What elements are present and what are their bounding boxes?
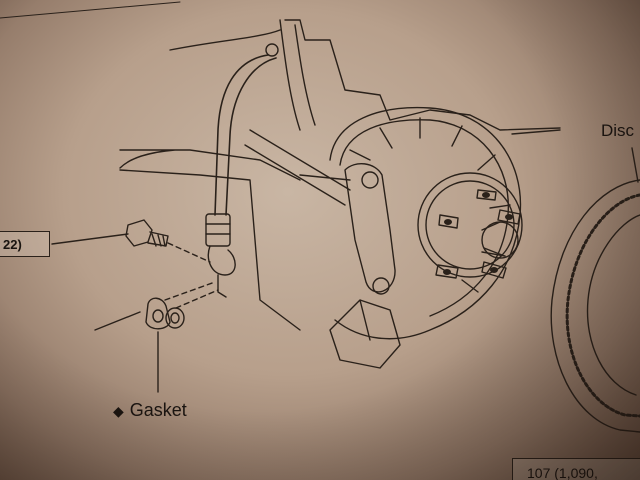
hose-clip-top xyxy=(265,43,279,57)
gasket-leader xyxy=(94,311,159,393)
suspension-arm xyxy=(119,29,301,331)
caliper-bracket xyxy=(344,163,396,293)
replace-part-diamond-icon: ◆ xyxy=(113,403,124,419)
disc-leader xyxy=(631,147,639,183)
bolt-guide-dashes xyxy=(167,242,211,263)
union-bolt xyxy=(125,219,169,247)
gasket-ring xyxy=(165,307,185,329)
torque-spec-text-left: 22) xyxy=(3,237,22,252)
hose-union xyxy=(207,245,236,298)
torque-spec-text-bottom: 107 (1,090, xyxy=(527,465,598,480)
gasket-callout: ◆ Gasket xyxy=(113,400,187,421)
knuckle-upper xyxy=(279,19,316,131)
page-top-rule xyxy=(0,1,181,19)
hose-fitting xyxy=(205,213,231,247)
brake-hose xyxy=(214,54,277,216)
hub-outer xyxy=(417,172,523,278)
gasket-guide-dashes xyxy=(164,281,219,309)
torque-spec-box-left: 22) xyxy=(0,231,50,257)
disc-callout: Disc xyxy=(601,121,635,140)
wheel-studs xyxy=(435,189,521,279)
dust-shield-ribs xyxy=(349,117,511,293)
tie-rod xyxy=(244,129,351,206)
knuckle-lower xyxy=(329,299,401,369)
bolt-leader xyxy=(51,233,129,245)
strut-housing xyxy=(284,19,561,131)
gasket-shape xyxy=(145,297,171,330)
torque-spec-box-bottom: 107 (1,090, xyxy=(512,458,640,480)
gasket-label-text: Gasket xyxy=(129,400,187,420)
brake-disc xyxy=(550,179,640,433)
